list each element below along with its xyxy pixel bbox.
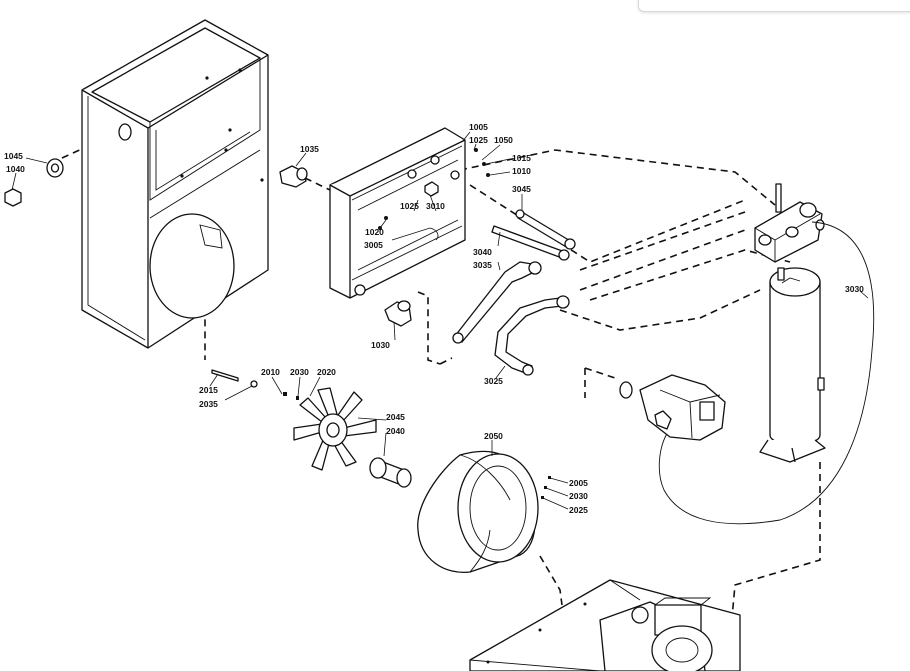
label-2040: 2040 xyxy=(386,426,405,436)
hose-3045 xyxy=(515,209,576,250)
label-1040: 1040 xyxy=(6,164,25,174)
label-2010: 2010 xyxy=(261,367,280,377)
label-2050: 2050 xyxy=(484,431,503,441)
label-1025-mid: 1025 xyxy=(400,201,419,211)
label-3010: 3010 xyxy=(426,201,445,211)
elbow-1035 xyxy=(279,165,308,188)
label-2005: 2005 xyxy=(569,478,588,488)
enclosure-cabinet xyxy=(81,19,269,349)
label-2015: 2015 xyxy=(199,385,218,395)
elbow-1030 xyxy=(384,300,412,327)
receiver-tank xyxy=(759,267,826,463)
fan-shroud-2050 xyxy=(417,450,539,574)
valve-block xyxy=(754,183,825,263)
pipe-3035 xyxy=(452,261,542,344)
part-number-labels: 1045 1040 1035 1005 1025 1050 1015 1010 … xyxy=(4,122,864,515)
label-3030: 3030 xyxy=(845,284,864,294)
label-1050: 1050 xyxy=(494,135,513,145)
label-1030: 1030 xyxy=(371,340,390,350)
label-2035: 2035 xyxy=(199,399,218,409)
pipe-3025 xyxy=(494,295,570,376)
label-1010: 1010 xyxy=(512,166,531,176)
label-3045: 3045 xyxy=(512,184,531,194)
small-screws-2010 xyxy=(250,148,551,499)
cooler-unit xyxy=(329,127,466,299)
leader-lines xyxy=(11,131,869,510)
label-1035: 1035 xyxy=(300,144,319,154)
label-2030-fan: 2030 xyxy=(290,367,309,377)
label-1005: 1005 xyxy=(469,122,488,132)
inlet-valve xyxy=(619,374,726,441)
overlay-panel-edge xyxy=(638,0,910,12)
label-2020: 2020 xyxy=(317,367,336,377)
label-1015: 1015 xyxy=(512,153,531,163)
label-1025-top: 1025 xyxy=(469,135,488,145)
label-1045: 1045 xyxy=(4,151,23,161)
label-2030-shroud: 2030 xyxy=(569,491,588,501)
hose-3040 xyxy=(491,225,570,261)
fan-2045 xyxy=(293,387,377,471)
label-2045: 2045 xyxy=(386,412,405,422)
pin-2015 xyxy=(211,369,239,382)
fan-hub-2040 xyxy=(369,457,412,488)
label-3040: 3040 xyxy=(473,247,492,257)
label-2025: 2025 xyxy=(569,505,588,515)
fitting-1045 xyxy=(46,158,64,178)
label-3005: 3005 xyxy=(364,240,383,250)
hose-3030 xyxy=(658,221,875,525)
label-3035: 3035 xyxy=(473,260,492,270)
fitting-1040 xyxy=(4,188,22,207)
label-1020: 1020 xyxy=(365,227,384,237)
label-3025: 3025 xyxy=(484,376,503,386)
motor xyxy=(469,579,741,671)
